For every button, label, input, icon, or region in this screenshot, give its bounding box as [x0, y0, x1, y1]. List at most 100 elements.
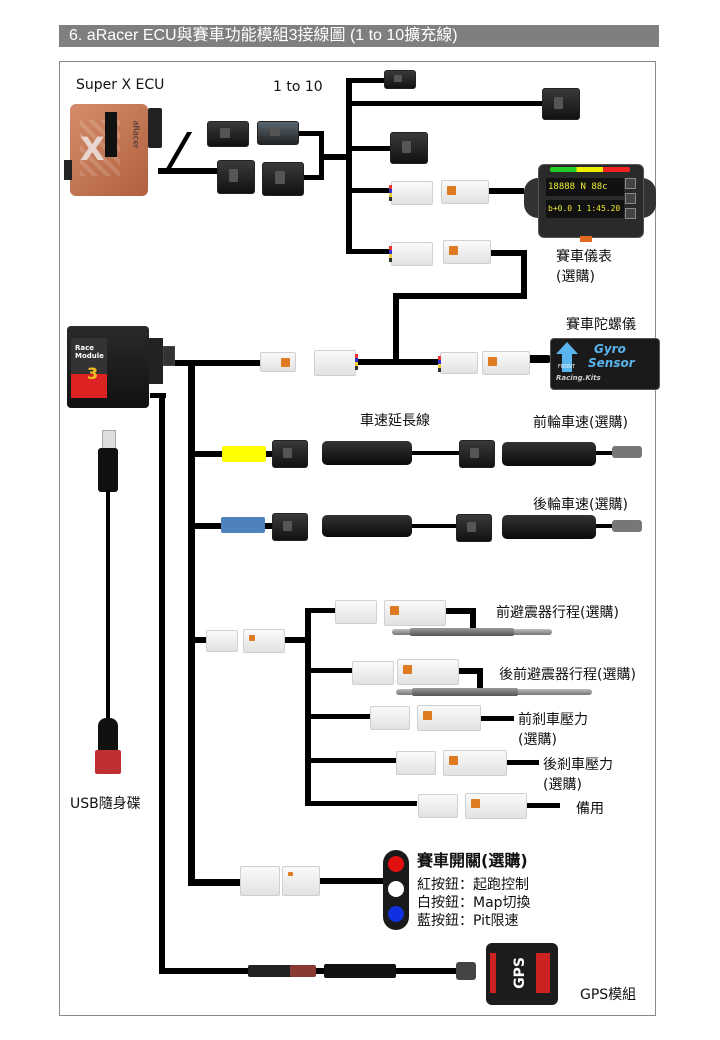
rear-brake-label: 後剎車壓力 [543, 757, 613, 773]
wire [158, 168, 228, 174]
wire [188, 637, 208, 643]
wire [150, 393, 166, 398]
gyro-sensor: FRONT Gyro Sensor Racing.Kits [550, 338, 660, 390]
wire [305, 801, 417, 806]
dash-display-row1: 18888 N 88c [546, 178, 624, 196]
wire [470, 608, 476, 630]
speed-connector [272, 440, 308, 468]
shift-lights [550, 167, 630, 172]
speed-pickup [612, 446, 642, 458]
rear-shock-label: 後前避震器行程(選購) [499, 667, 636, 683]
rear-brake-connector [443, 750, 507, 776]
gps-label: GPS模組 [580, 987, 637, 1003]
race-switch [383, 850, 409, 930]
wire-gps [159, 393, 165, 973]
spare-label: 備用 [576, 801, 604, 817]
wire [346, 146, 391, 151]
front-brake-connector [417, 705, 481, 731]
gyro-connector [443, 240, 491, 264]
wire [346, 101, 546, 106]
output-connector [390, 132, 428, 164]
red-button [388, 856, 404, 872]
splitter-connector [262, 162, 304, 196]
gyro-text: Sensor [588, 356, 635, 370]
gps-connector [248, 965, 293, 977]
wire [595, 524, 615, 528]
wire [478, 716, 514, 721]
wire [188, 451, 223, 457]
speed-connector [459, 440, 495, 468]
gyro-text: Gyro [594, 342, 626, 356]
rear-speed-color-tag [221, 517, 265, 533]
front-brake-optional: (選購) [518, 732, 557, 748]
arrow-up-icon [556, 342, 578, 354]
spare-connector [418, 794, 458, 818]
diagram-frame [59, 61, 656, 1016]
gps-extension [324, 964, 396, 978]
wire [290, 175, 322, 180]
white-button [388, 881, 404, 897]
speed-extension-label: 車速延長線 [360, 413, 430, 429]
wire [457, 668, 482, 674]
rear-shock-connector [352, 661, 394, 685]
wire [524, 803, 560, 808]
switch-connector [240, 866, 280, 896]
wire [503, 760, 539, 765]
gps-connector-tip [290, 965, 316, 977]
splitter-connector [217, 160, 255, 194]
ecu-label: Super X ECU [76, 77, 165, 93]
usb-drive-cable [92, 430, 132, 790]
usb-label: USB隨身碟 [70, 796, 141, 812]
dash-label: 賽車儀表 [556, 249, 612, 265]
dash-button [625, 193, 636, 204]
speed-pickup [612, 520, 642, 532]
front-shock-connector [335, 600, 377, 624]
wire [443, 608, 475, 614]
wire [318, 878, 386, 884]
rear-speed-sensor [502, 515, 596, 539]
wire [410, 524, 460, 528]
rear-speed-label: 後輪車速(選購) [533, 497, 628, 513]
wire [315, 968, 330, 974]
switch-white-desc: 白按鈕：Map切換 [417, 895, 531, 911]
super-x-ecu: X aRacer [64, 100, 162, 200]
gyro-front-label: FRONT [558, 364, 576, 370]
speed-extension-cable [322, 515, 412, 537]
blue-button [388, 906, 404, 922]
wire [265, 523, 277, 529]
dash-connector [389, 181, 433, 205]
output-connector [542, 88, 580, 120]
dash-button [625, 208, 636, 219]
wire [188, 879, 240, 886]
wire [346, 249, 391, 254]
splitter-label: 1 to 10 [273, 79, 323, 95]
speed-connector [456, 514, 492, 542]
wire [305, 758, 397, 763]
race-module-number: 3 [87, 364, 99, 383]
switch-connector [282, 866, 320, 896]
front-brake-label: 前剎車壓力 [518, 712, 588, 728]
switch-title: 賽車開關(選購) [417, 851, 528, 870]
gps-module: GPS [486, 943, 558, 1005]
wire [188, 523, 223, 529]
front-speed-sensor [502, 442, 596, 466]
gyro-connector [438, 352, 478, 374]
rear-shock-connector [397, 659, 459, 685]
dash-connector [441, 180, 489, 204]
wire [395, 968, 460, 974]
front-shock-connector [384, 600, 446, 626]
gps-text: GPS [511, 957, 528, 989]
ecu-x-logo: X [80, 130, 105, 168]
spare-connector [465, 793, 527, 819]
rear-shock-sensor-body [412, 688, 518, 696]
wire [159, 968, 249, 974]
wire [410, 451, 460, 455]
dash-label-optional: (選購) [556, 269, 595, 285]
wire-bus [188, 360, 195, 885]
page-title: 6. aRacer ECU與賽車功能模組3接線圖 (1 to 10擴充線) [59, 25, 659, 47]
analog-connector [243, 629, 285, 653]
usb-plug [102, 430, 116, 450]
splitter-connector [257, 121, 299, 145]
wire-trunk [346, 78, 352, 254]
